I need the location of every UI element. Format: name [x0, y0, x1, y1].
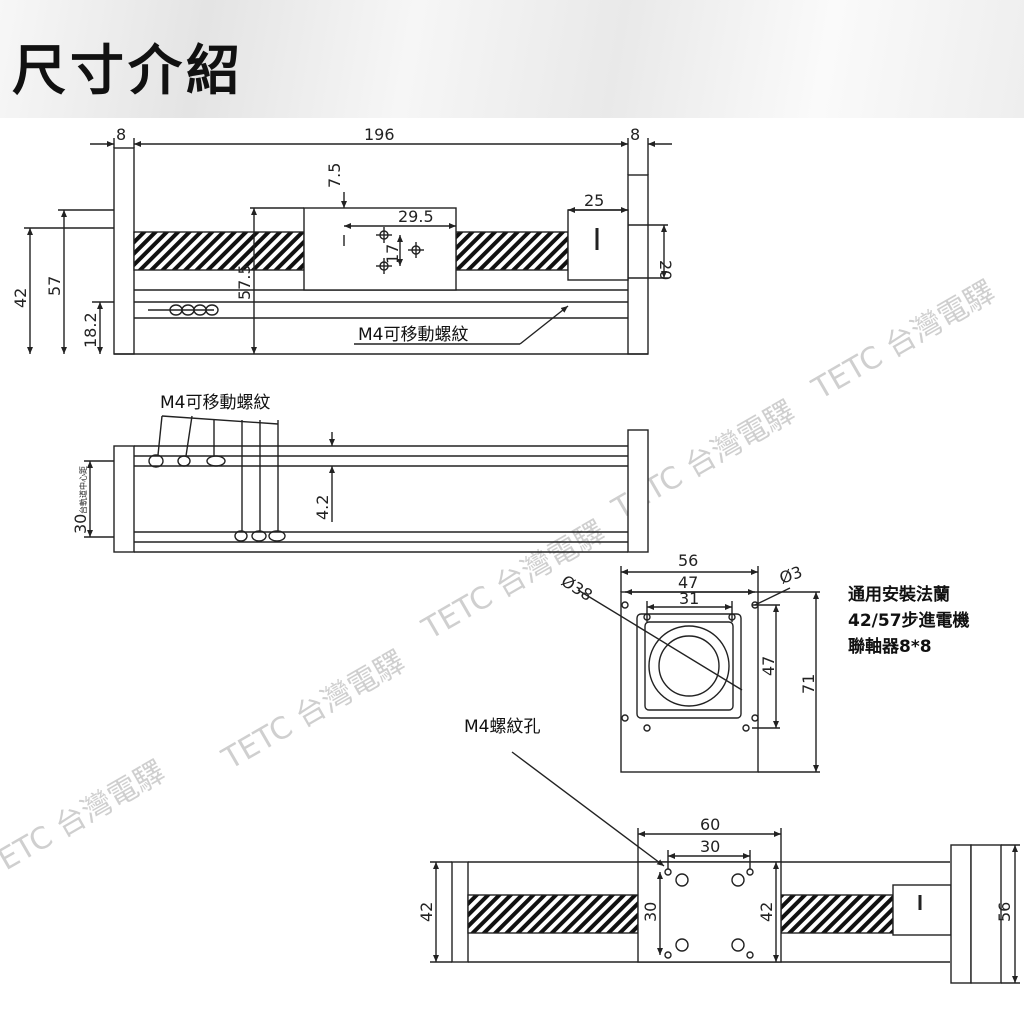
dim-h42-right: 42	[757, 902, 776, 922]
header-band	[0, 0, 1024, 118]
dim-dia38: Ø38	[558, 571, 596, 605]
lead-screw	[467, 894, 639, 934]
dim-length: 196	[364, 125, 395, 144]
dim-w56: 56	[678, 551, 698, 570]
dim-h18-2: 18.2	[81, 312, 100, 348]
dim-h42: 42	[11, 288, 30, 308]
dim-offset-top: 7.5	[325, 163, 344, 188]
flange-note-line: 聯軸器8*8	[848, 637, 932, 657]
page-title: 尺寸介紹	[12, 39, 244, 102]
flange-view	[577, 566, 820, 773]
flange-view-labels: 56 47 31 Ø38 Ø3 47 71	[558, 551, 818, 694]
dim-left-end: 8	[116, 125, 126, 144]
callout-m4-movable-thread: M4可移動螺紋	[160, 393, 270, 413]
middle-view-labels: M4可移動螺紋 4.2 30 台軌道中心距	[71, 393, 332, 534]
dim-right-end: 8	[630, 125, 640, 144]
middle-view	[84, 415, 649, 553]
callout-m4-movable-thread: M4可移動螺紋	[358, 325, 468, 345]
lead-screw-right	[455, 231, 569, 271]
lead-screw	[780, 894, 894, 934]
dim-w30: 30	[700, 837, 720, 856]
watermark-text-2: TETC 台灣電驛	[216, 644, 411, 777]
dim-rail-center-note: 台軌道中心距	[78, 466, 88, 514]
dim-dia3: Ø3	[777, 562, 805, 588]
dim-w47: 47	[678, 573, 698, 592]
right-end-plate	[627, 174, 649, 355]
dim-w31: 31	[679, 589, 699, 608]
lead-screw-left	[133, 231, 305, 271]
top-view-labels: 8 196 8 7.5 29.5 17 25 20 42 57 57.5 18.…	[11, 125, 675, 348]
dim-h47: 47	[759, 656, 778, 676]
dim-h56: 56	[995, 902, 1014, 922]
dim-h57-5: 57.5	[235, 264, 254, 300]
dim-hole-x: 29.5	[398, 207, 434, 226]
watermark-text-1: TETC 台灣電驛	[0, 754, 171, 887]
dim-w60: 60	[700, 815, 720, 834]
dim-motor-len: 25	[584, 191, 604, 210]
left-end-plate	[113, 147, 135, 355]
dim-h57: 57	[45, 276, 64, 296]
dim-h71: 71	[799, 674, 818, 694]
top-view	[24, 138, 672, 355]
watermark-text-5: TETC 台灣電驛	[806, 274, 1001, 407]
dim-rail-center: 30	[71, 514, 90, 534]
flange-note-line: 42/57步進電機	[848, 611, 970, 631]
bottom-view	[430, 751, 1020, 984]
dim-rail-gap: 4.2	[313, 495, 332, 520]
coupler-housing	[567, 209, 629, 281]
flange-note-line: 通用安裝法蘭	[848, 585, 950, 605]
watermark: TETC 台灣電驛 TETC 台灣電驛 TETC 台灣電驛 TETC 台灣電驛 …	[0, 274, 1001, 887]
dim-hole-y: 17	[383, 244, 402, 264]
flange-notes: 通用安裝法蘭 42/57步進電機 聯軸器8*8	[848, 582, 970, 660]
callout-m4-thread-hole: M4螺紋孔	[464, 717, 540, 737]
dim-h30: 30	[641, 902, 660, 922]
dim-h42-left: 42	[417, 902, 436, 922]
slider-block	[303, 207, 457, 291]
bottom-view-labels: M4螺紋孔 60 30 30 42 42 56	[417, 717, 1014, 922]
dim-motor-h: 20	[656, 260, 675, 280]
